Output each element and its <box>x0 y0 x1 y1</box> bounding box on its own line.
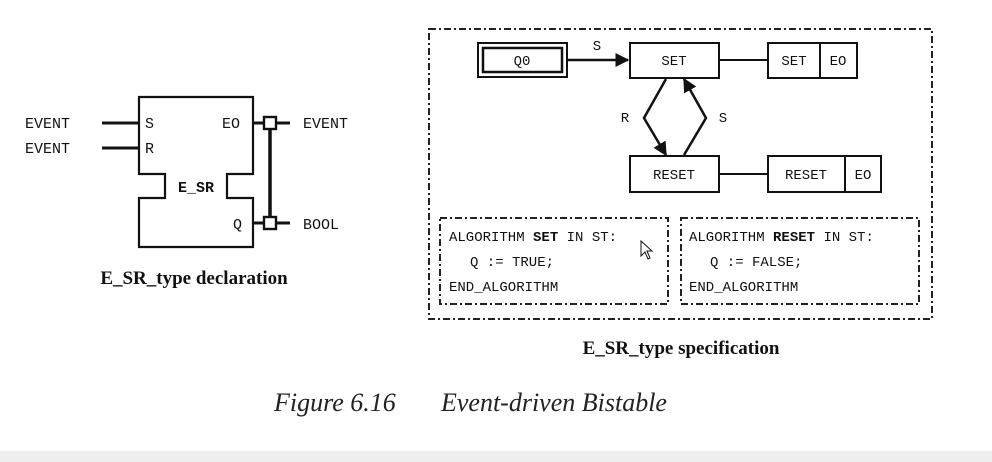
action-set-event-box <box>819 42 858 79</box>
input-type-r: EVENT <box>25 141 70 158</box>
algorithm-set-keyword: ALGORITHM <box>449 230 525 246</box>
state-reset-label: RESET <box>653 168 695 184</box>
input-port-r: R <box>145 141 154 158</box>
transition-reset-set <box>682 77 708 156</box>
transition-q0-set-label: S <box>593 39 601 55</box>
state-set-label: SET <box>661 54 686 70</box>
state-q0-label: Q0 <box>514 54 531 70</box>
action-reset-algorithm: RESET <box>785 168 827 184</box>
algorithm-set-lang: IN ST: <box>567 230 617 246</box>
specification-caption: E_SR_type specification <box>583 338 780 359</box>
transition-reset-set-label: S <box>719 111 727 127</box>
ecc-specification: Q0 S SET SET EO R S RESET RESET EO ALGOR… <box>428 28 933 359</box>
action-set-algorithm-box <box>767 42 821 79</box>
input-type-s: EVENT <box>25 116 70 133</box>
algorithm-reset-box <box>680 217 920 305</box>
figure-number: Figure 6.16 <box>273 388 396 417</box>
algorithm-set-header: ALGORITHM SET IN ST: <box>449 230 617 246</box>
algorithm-reset-end: END_ALGORITHM <box>689 280 798 296</box>
algorithm-reset-body: Q := FALSE; <box>710 255 802 271</box>
ecc-frame <box>428 28 933 320</box>
fb-declaration: EVENT EVENT S R EO Q EVENT BOOL E_SR E_S… <box>25 95 348 289</box>
transition-set-reset <box>642 78 668 157</box>
viewer-bottom-bar <box>0 451 992 462</box>
algorithm-reset-keyword: ALGORITHM <box>689 230 765 246</box>
action-set-event: EO <box>830 54 847 70</box>
action-reset-algorithm-box <box>767 155 846 193</box>
action-reset-event: EO <box>855 168 872 184</box>
output-port-q: Q <box>233 217 242 234</box>
algorithm-set-box <box>439 217 669 305</box>
state-q0-inner <box>481 46 564 74</box>
mouse-cursor-icon <box>640 239 654 260</box>
input-port-s: S <box>145 116 154 133</box>
action-set-algorithm: SET <box>781 54 806 70</box>
algorithm-set-body: Q := TRUE; <box>470 255 554 271</box>
output-type-eo: EVENT <box>303 116 348 133</box>
algorithm-reset-header: ALGORITHM RESET IN ST: <box>689 230 874 246</box>
output-type-q: BOOL <box>303 217 339 234</box>
algorithm-reset-lang: IN ST: <box>823 230 873 246</box>
declaration-caption: E_SR_type declaration <box>100 268 288 289</box>
state-reset <box>629 155 720 193</box>
algorithm-set-name: SET <box>533 230 558 246</box>
transition-set-reset-label: R <box>621 111 630 127</box>
output-port-eo: EO <box>222 116 240 133</box>
fb-type-name: E_SR <box>178 180 214 197</box>
with-junction-q <box>262 215 278 231</box>
fb-outline <box>137 95 255 249</box>
with-junction-eo <box>262 115 278 131</box>
figure-title: Event-driven Bistable <box>440 388 667 417</box>
algorithm-reset-name: RESET <box>773 230 815 246</box>
algorithm-set-end: END_ALGORITHM <box>449 280 558 296</box>
action-reset-event-box <box>844 155 882 193</box>
